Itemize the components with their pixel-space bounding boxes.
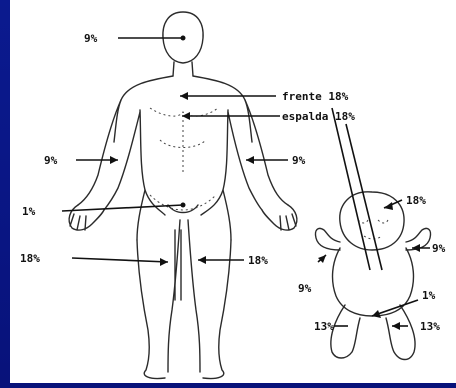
adult-left-leg xyxy=(137,220,180,379)
adult-labels: 9% frente 18% espalda 18% 9% 9% 1% 18% 1… xyxy=(20,32,355,267)
child-labels: 18% 9% 9% 1% 13% 13% xyxy=(298,194,446,333)
child-left-arm xyxy=(315,228,340,250)
label-adult-right-arm: 9% xyxy=(292,154,306,167)
adult-pelvis xyxy=(137,190,231,240)
label-child-head: 18% xyxy=(406,194,426,207)
label-adult-head: 9% xyxy=(84,32,98,45)
adult-chest-detail xyxy=(150,108,218,175)
child-head xyxy=(340,192,404,250)
adult-right-hand xyxy=(262,205,297,230)
pointer-lines xyxy=(62,36,430,331)
adult-figure xyxy=(69,12,297,379)
label-adult-front: frente 18% xyxy=(282,90,349,103)
label-adult-left-arm: 9% xyxy=(44,154,58,167)
label-adult-perineum: 1% xyxy=(22,205,36,218)
label-child-left-leg: 13% xyxy=(314,320,334,333)
child-left-leg xyxy=(331,305,360,358)
label-child-left-arm: 9% xyxy=(298,282,312,295)
label-child-right-arm: 9% xyxy=(432,242,446,255)
label-child-right-leg: 13% xyxy=(420,320,440,333)
label-adult-back: espalda 18% xyxy=(282,110,355,123)
child-figure xyxy=(315,192,430,360)
adult-neck xyxy=(173,62,193,76)
adult-left-arm xyxy=(78,100,140,210)
adult-right-leg xyxy=(188,220,231,379)
label-adult-left-leg: 18% xyxy=(20,252,40,265)
label-child-perineum: 1% xyxy=(422,289,436,302)
label-adult-right-leg: 18% xyxy=(248,254,268,267)
